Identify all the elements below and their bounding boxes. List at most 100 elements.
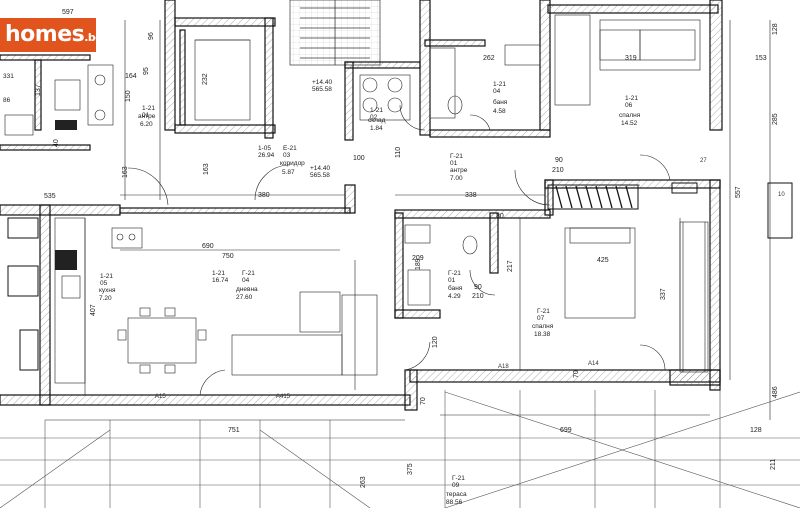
mark-27: 27 [700,158,707,164]
dim-380: 380 [258,192,270,199]
dim-189: 189 [415,258,422,270]
room-kitchen-area: 7.20 [99,295,112,302]
interior-lines [4,14,771,421]
dim-211: 211 [770,459,777,470]
dim-70-b: 70 [573,370,580,378]
dim-96: 96 [148,32,155,40]
room-left-small-num: 331 [3,73,14,80]
room-bath-mid-area: 4.29 [448,293,461,300]
dim-338: 338 [465,192,477,199]
room-corridor-area: 5.87 [282,169,295,176]
room-corridor-name: коридор [280,160,305,167]
dim-425: 425 [597,257,609,264]
room-living-area: 27.60 [236,294,253,301]
room-entry-left-name: антре [138,113,156,120]
dim-90-b: 90 [474,284,482,291]
dim-285: 285 [772,113,779,125]
dim-163-b: 163 [203,163,210,175]
dim-153: 153 [755,55,767,62]
marks: A15 A415 A18 A14 27 10 [155,158,785,400]
dim-128-a: 128 [772,23,779,35]
closet-stripes [555,185,633,209]
room-living-name: дневна [236,286,258,293]
dim-750: 750 [222,253,234,260]
dim-95: 95 [143,67,150,75]
dim-40: 40 [53,139,60,147]
dim-164: 164 [125,73,137,80]
room-storage-name: склад [368,117,386,124]
mark-a15: A15 [155,394,166,400]
dim-557: 557 [735,186,742,198]
room-entry-mid-name: антре [450,167,468,174]
terrace-grid [0,390,800,508]
dim-486: 486 [772,386,779,398]
dim-262: 262 [483,55,495,62]
room-bath-top-name: баня [493,98,508,106]
dim-597: 597 [62,9,74,16]
room-bedroom-mid-area: 18.38 [534,331,551,338]
dim-137: 137 [35,84,42,96]
homes-logo: homes.bg [0,18,103,52]
room-bedroom-top-area: 14.52 [621,120,638,127]
mark-a18: A18 [498,364,509,370]
mark-10: 10 [778,192,785,198]
mark-a14: A14 [588,361,599,367]
room-entry-left-area: 6.20 [140,121,153,128]
dim-90-a: 90 [555,157,563,164]
room-bedroom-top-name: спалня [619,112,641,119]
dim-263: 263 [360,476,367,488]
room-entry-mid-area: 7.00 [450,175,463,182]
dim-407: 407 [90,304,97,316]
dim-163-a: 163 [122,166,129,178]
logo-tld: .bg [84,31,103,44]
dim-100: 100 [353,155,365,162]
dim-751: 751 [228,427,240,434]
dimension-labels: 597 96 95 164 150 232 137 163 163 40 535… [35,9,779,488]
room-bedroom-mid-name: спалня [532,323,554,330]
dim-110: 110 [395,147,402,158]
room-terrace-name: тераса [446,491,467,498]
dim-375: 375 [407,463,414,475]
dim-70-a: 70 [420,397,427,405]
dim-535: 535 [44,193,56,200]
room-bath-mid-name: баня [448,284,463,292]
dim-210-b: 210 [472,293,484,300]
dim-150: 150 [125,90,132,102]
room-kitchen-name: кухня [99,287,116,294]
room-bath-top-area: 4.58 [493,108,506,115]
room-left-small-area: 86 [3,97,11,104]
dim-128-b: 128 [750,427,762,434]
room-terrace-area: 88.56 [446,499,463,506]
closets [7,120,793,371]
dim-232: 232 [202,73,209,85]
walls [0,0,723,411]
dim-337: 337 [660,288,667,300]
stair-core [289,0,381,66]
dim-690: 690 [202,243,214,250]
dim-319: 319 [625,55,637,62]
logo-main: homes [5,22,85,47]
dim-699: 699 [560,427,572,434]
dim-209: 209 [412,255,424,262]
mark-a415: A415 [276,394,291,400]
dim-217: 217 [507,260,514,272]
room-storage-area: 1.84 [370,125,383,132]
dim-210-a: 210 [552,167,564,174]
